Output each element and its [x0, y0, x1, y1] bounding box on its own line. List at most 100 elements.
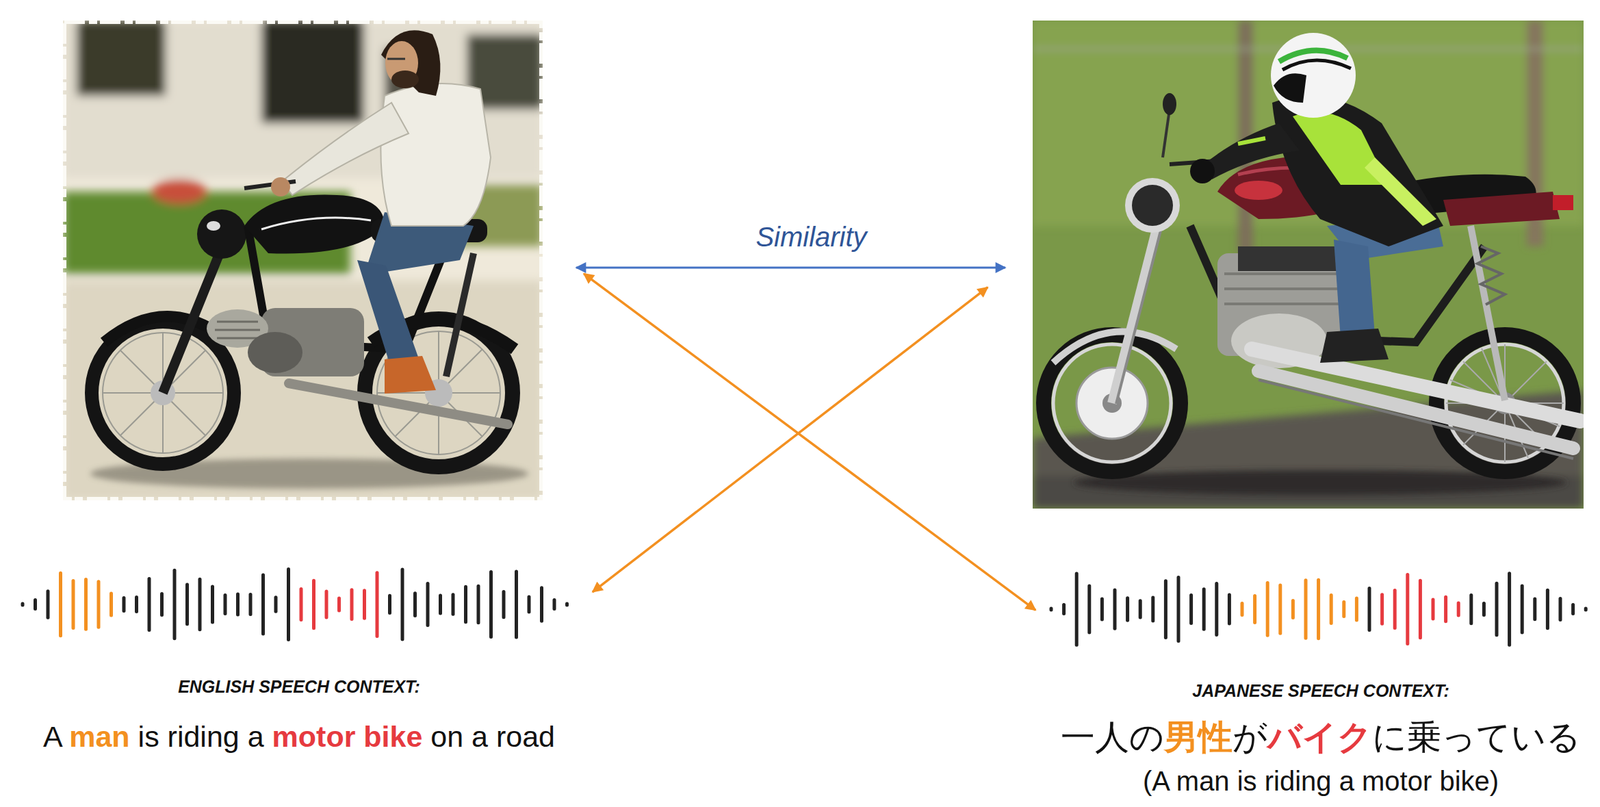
illustration-part — [1282, 60, 1351, 70]
illustration-part — [384, 355, 436, 394]
illustration-part — [104, 316, 222, 343]
waveform-bar — [350, 587, 354, 621]
waveform-bar — [438, 594, 443, 616]
speech-transcript: A man is riding a motor bike on a road — [43, 719, 556, 755]
waveform-bar — [122, 596, 126, 613]
waveform-bar — [1087, 584, 1091, 635]
illustration-part — [380, 83, 491, 226]
waveform-bar — [312, 578, 316, 630]
waveform-bar — [565, 602, 569, 608]
waveform-bar — [413, 591, 417, 618]
waveform-bar — [1278, 583, 1282, 635]
illustration-part — [1237, 246, 1341, 272]
waveform-bar — [401, 568, 405, 642]
context-heading: ENGLISH SPEECH CONTEXT: — [177, 676, 421, 697]
illustration-part — [1273, 73, 1307, 103]
waveform-bar — [1482, 601, 1486, 617]
waveform-bar — [286, 567, 291, 642]
illustration-part — [76, 20, 166, 96]
translation-text: (A man is riding a motor bike) — [1142, 764, 1499, 798]
waveform-bar — [1138, 598, 1143, 619]
waveform-bar — [1520, 584, 1525, 635]
waveform-bar — [1227, 593, 1232, 626]
waveform-bar — [46, 589, 50, 620]
waveform-bar — [1368, 586, 1372, 632]
waveform-bar — [552, 598, 557, 611]
waveform-bar — [1418, 578, 1423, 640]
illustration-part — [102, 331, 501, 455]
illustration-part — [62, 20, 543, 501]
illustration-part — [261, 217, 371, 230]
waveform-bar — [1151, 596, 1155, 623]
illustration-part — [261, 20, 365, 124]
waveform-bar — [299, 587, 304, 622]
waveform-bar — [1393, 588, 1397, 630]
illustration-part — [1234, 180, 1283, 200]
illustration-part — [214, 321, 261, 339]
illustration-part — [381, 30, 441, 96]
photo-node — [1032, 20, 1584, 509]
waveform-bar — [1495, 581, 1499, 638]
waveform-bar — [1405, 572, 1410, 646]
waveform-bar — [198, 577, 202, 631]
waveform-bar — [58, 571, 63, 638]
waveform-bar — [527, 595, 532, 614]
waveform-bar — [261, 573, 265, 636]
illustration-part — [1364, 157, 1437, 226]
context-heading: JAPANESE SPEECH CONTEXT: — [1192, 680, 1450, 701]
speech-waveform — [1044, 568, 1598, 651]
waveform-bar — [476, 584, 481, 625]
waveform-bar — [1584, 607, 1588, 612]
waveform-bar — [1342, 600, 1346, 618]
waveform-bar — [514, 570, 519, 640]
waveform-bar — [160, 591, 164, 617]
illustration-part — [281, 102, 409, 196]
speech-context: ENGLISH SPEECH CONTEXT: A man is riding a… — [13, 563, 585, 758]
waveform-bar — [1291, 598, 1295, 620]
illustration-part — [1125, 177, 1180, 233]
waveform-bar — [134, 595, 139, 614]
illustration-part — [1272, 95, 1444, 247]
illustration-part — [1270, 32, 1356, 118]
speech-transcript: 一人の男性がバイクに乗っている — [1060, 716, 1581, 758]
illustration-part — [1258, 370, 1574, 449]
waveform-bar — [325, 589, 329, 620]
waveform-bar — [1316, 578, 1321, 641]
waveform-bar — [33, 598, 37, 611]
vintage-motorcycle-photo — [62, 20, 543, 501]
waveform-bar — [71, 578, 76, 630]
waveform-bar — [1266, 581, 1270, 638]
waveform-bar — [1456, 600, 1461, 617]
waveform-bar — [210, 585, 215, 625]
illustration-part — [206, 221, 221, 231]
cross-modal-arrow — [583, 273, 1036, 611]
illustration-part — [1237, 138, 1266, 144]
illustration-part — [446, 253, 474, 377]
waveform-bar — [274, 595, 278, 614]
illustration-part — [1162, 109, 1170, 158]
waveform-bar — [539, 585, 544, 623]
waveform-bar — [1431, 598, 1436, 621]
illustration-part — [1477, 246, 1505, 305]
illustration-part — [1224, 273, 1348, 304]
waveform-bar — [1075, 571, 1079, 647]
waveform-bar — [1532, 597, 1537, 622]
illustration-part — [271, 177, 291, 197]
waveform-bar — [1189, 593, 1193, 625]
waveform-bar — [1304, 578, 1308, 640]
waveform-bar — [451, 592, 456, 616]
illustration-part — [1116, 206, 1167, 404]
illustration-part — [62, 20, 543, 501]
illustration-part — [1443, 191, 1560, 226]
waveform-bar — [1202, 587, 1206, 631]
waveform-bar — [185, 583, 189, 627]
illustration-part — [1131, 184, 1173, 226]
waveform-bar — [109, 591, 113, 618]
waveform-bar — [1214, 581, 1219, 637]
waveform-bar — [1100, 597, 1104, 622]
waveform-bar — [21, 602, 25, 608]
illustration-part — [1320, 328, 1389, 363]
waveform-bar — [1558, 596, 1563, 622]
kawasaki-motorcycle-photo — [1032, 20, 1584, 509]
